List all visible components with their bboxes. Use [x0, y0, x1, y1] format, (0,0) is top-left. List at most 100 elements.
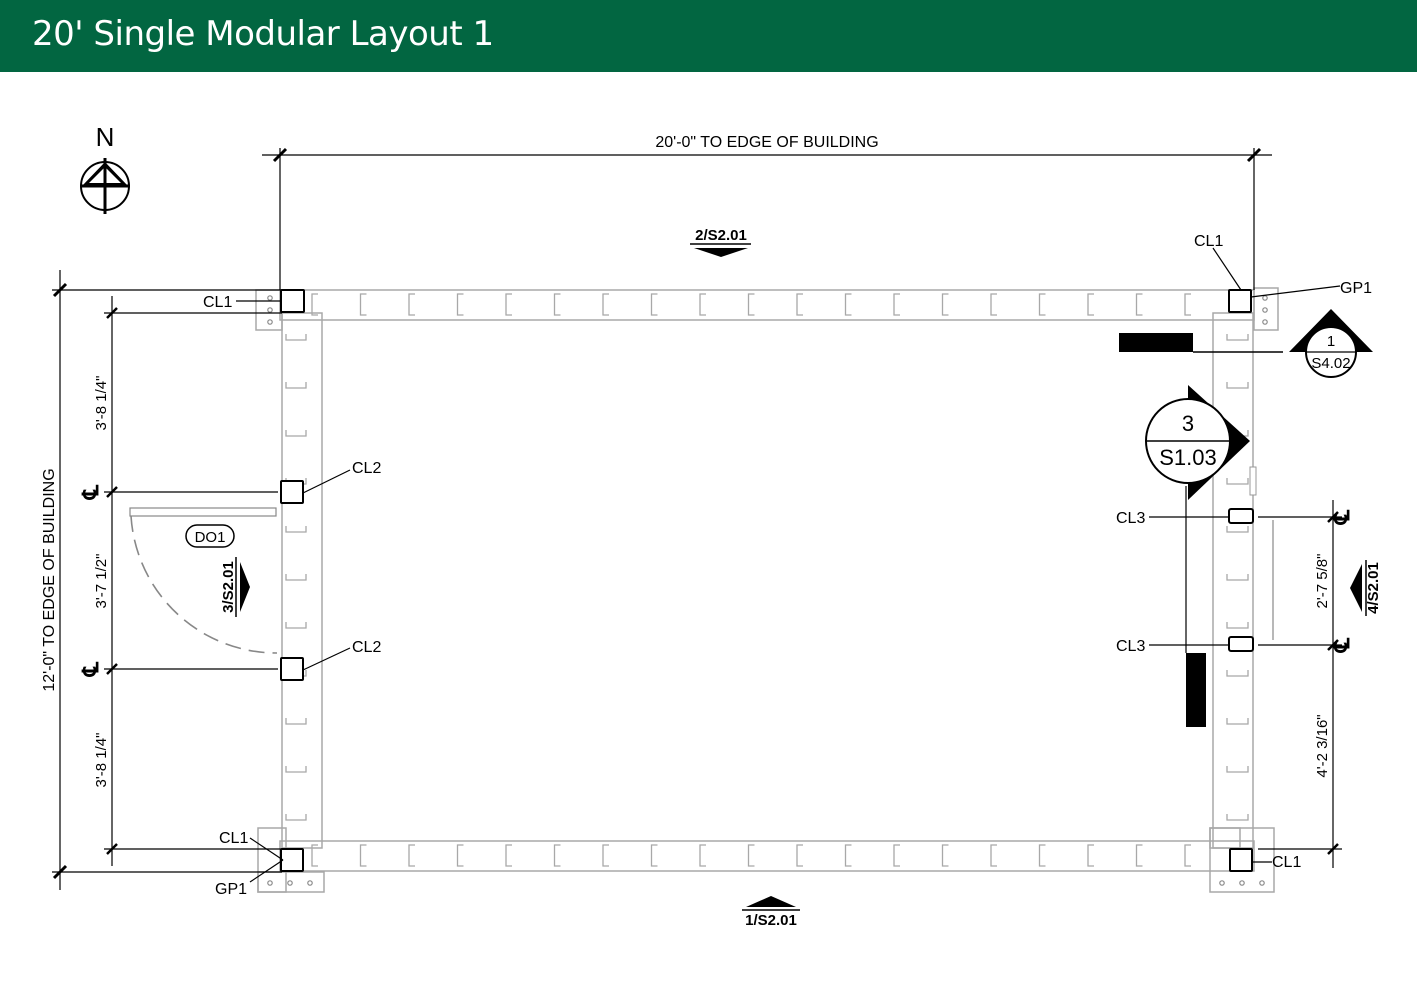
title-bar: 20' Single Modular Layout 1: [0, 0, 1417, 72]
column-cl1-bottom-left: [280, 848, 304, 872]
corrugation-bracket: [285, 574, 307, 581]
label-cl1-top-left: CL1: [203, 294, 232, 311]
section-marker-top-label: 2/S2.01: [695, 227, 747, 244]
centerline-symbol-right-lower: ℄: [1329, 637, 1354, 653]
centerline-symbol-right-upper: ℄: [1329, 509, 1354, 525]
corrugation-bracket: [941, 844, 949, 867]
corrugation-bracket: [1226, 574, 1249, 581]
column-cl3-upper: [1228, 508, 1254, 524]
corrugation-bracket: [1226, 814, 1249, 821]
label-cl3-upper: CL3: [1116, 510, 1145, 527]
door-tag-label: DO1: [195, 529, 226, 546]
corrugation-bracket: [505, 844, 512, 867]
page-title: 20' Single Modular Layout 1: [32, 14, 494, 54]
door-swing: [129, 507, 278, 654]
centerline-symbol-left-lower: ℄: [78, 661, 103, 677]
dimension-left-overall: 12'-0" TO EDGE OF BUILDING: [41, 468, 58, 691]
door-tag: DO1: [185, 524, 235, 548]
column-cl1-bottom-right: [1229, 848, 1253, 872]
corrugation-bracket: [650, 844, 658, 867]
section-marker-left-label: 3/S2.01: [220, 561, 237, 613]
corrugation-bracket: [1226, 334, 1249, 341]
corrugation-bracket: [893, 844, 900, 867]
corrugation-bracket: [553, 293, 561, 316]
dimension-top-overall: 20'-0" TO EDGE OF BUILDING: [655, 134, 878, 151]
module-frame: [255, 287, 1279, 893]
label-cl2-lower: CL2: [352, 639, 381, 656]
corrugation-bracket: [650, 293, 658, 316]
corrugation-bracket: [1226, 478, 1249, 485]
corrugation-bracket: [285, 526, 307, 533]
section-marker-right: 4/S2.01: [1350, 560, 1382, 616]
label-gp1-top-right: GP1: [1340, 280, 1372, 297]
corrugation-bracket: [1184, 293, 1191, 316]
corrugation-bracket: [285, 622, 307, 629]
detail-callout-small-number: 1: [1327, 333, 1335, 350]
corrugation-bracket: [990, 844, 997, 867]
corrugation-bracket: [796, 844, 803, 867]
corrugation-bracket: [602, 293, 609, 316]
detail-callout-large-number: 3: [1182, 411, 1194, 436]
label-cl3-lower: CL3: [1116, 638, 1145, 655]
label-cl1-bottom-right: CL1: [1272, 854, 1301, 871]
dimension-right-segment-1: 2'-7 5/8": [1314, 554, 1331, 609]
north-label: N: [96, 122, 115, 152]
columns: [280, 289, 1254, 872]
corrugation-bracket: [408, 293, 415, 316]
column-cl1-top-right: [1228, 289, 1252, 313]
label-gp1-bottom-left: GP1: [215, 881, 247, 898]
detail-callout-large-sheet: S1.03: [1159, 445, 1217, 470]
corrugation-bracket: [1226, 382, 1249, 389]
corrugation-bracket: [285, 814, 307, 821]
corrugation-bracket: [941, 293, 949, 316]
column-labels: CL1 CL1 GP1 CL2 CL2 CL3 CL3 CL1 GP1 CL1: [203, 233, 1372, 898]
label-cl2-upper: CL2: [352, 460, 381, 477]
corrugation-bracket: [747, 293, 755, 316]
corrugation-bracket: [602, 844, 609, 867]
corrugation-bracket: [285, 766, 307, 773]
section-marker-bottom: 1/S2.01: [742, 896, 800, 929]
corrugation-bracket: [311, 293, 318, 316]
solid-elements: [1119, 333, 1206, 727]
section-marker-left: 3/S2.01: [220, 557, 250, 617]
corrugation-bracket: [893, 293, 900, 316]
column-cl1-top-left: [280, 289, 305, 313]
section-marker-bottom-label: 1/S2.01: [745, 912, 797, 929]
section-marker-right-label: 4/S2.01: [1365, 562, 1382, 614]
corrugation-bracket: [699, 844, 706, 867]
corrugation-bracket: [285, 718, 307, 725]
label-cl1-top-right: CL1: [1194, 233, 1223, 250]
corrugation-bracket: [505, 293, 512, 316]
corrugation-bracket: [1087, 293, 1094, 316]
centerline-symbols: ℄ ℄ ℄ ℄: [78, 484, 1354, 677]
window-marker: [1249, 466, 1257, 496]
dimension-left-segment-1: 3'-8 1/4": [93, 376, 110, 431]
corrugation-bracket: [796, 293, 803, 316]
corrugation-bracket: [1038, 844, 1046, 867]
corrugation-bracket: [359, 293, 367, 316]
floor-plan-drawing: N 2/S2.01 1/S2.01 3/S2.01 4/S2.01 3 S1.0…: [41, 122, 1382, 929]
frame-corrugations: [285, 293, 1249, 867]
column-cl2-upper: [280, 480, 304, 504]
section-marker-top: 2/S2.01: [690, 227, 751, 257]
corrugation-bracket: [311, 844, 318, 867]
dimension-left-segment-3: 3'-8 1/4": [93, 733, 110, 788]
corrugation-bracket: [1135, 844, 1143, 867]
corrugation-bracket: [1226, 670, 1249, 677]
corrugation-bracket: [456, 293, 464, 316]
corrugation-bracket: [747, 844, 755, 867]
dimension-lines: [52, 147, 1342, 890]
corrugation-bracket: [285, 334, 307, 341]
dimension-right-segment-2: 4'-2 3/16": [1314, 714, 1331, 777]
leader-lines: [236, 247, 1341, 883]
detail-callout-small-sheet: S4.02: [1311, 355, 1350, 372]
corrugation-bracket: [1038, 293, 1046, 316]
centerline-symbol-left-upper: ℄: [78, 484, 103, 500]
corrugation-bracket: [1184, 844, 1191, 867]
column-cl3-lower: [1228, 636, 1254, 652]
corrugation-bracket: [359, 844, 367, 867]
dimension-left-segment-2: 3'-7 1/2": [93, 554, 110, 609]
corrugation-bracket: [408, 844, 415, 867]
detail-callout-large: 3 S1.03: [1145, 385, 1250, 500]
corrugation-bracket: [844, 293, 852, 316]
